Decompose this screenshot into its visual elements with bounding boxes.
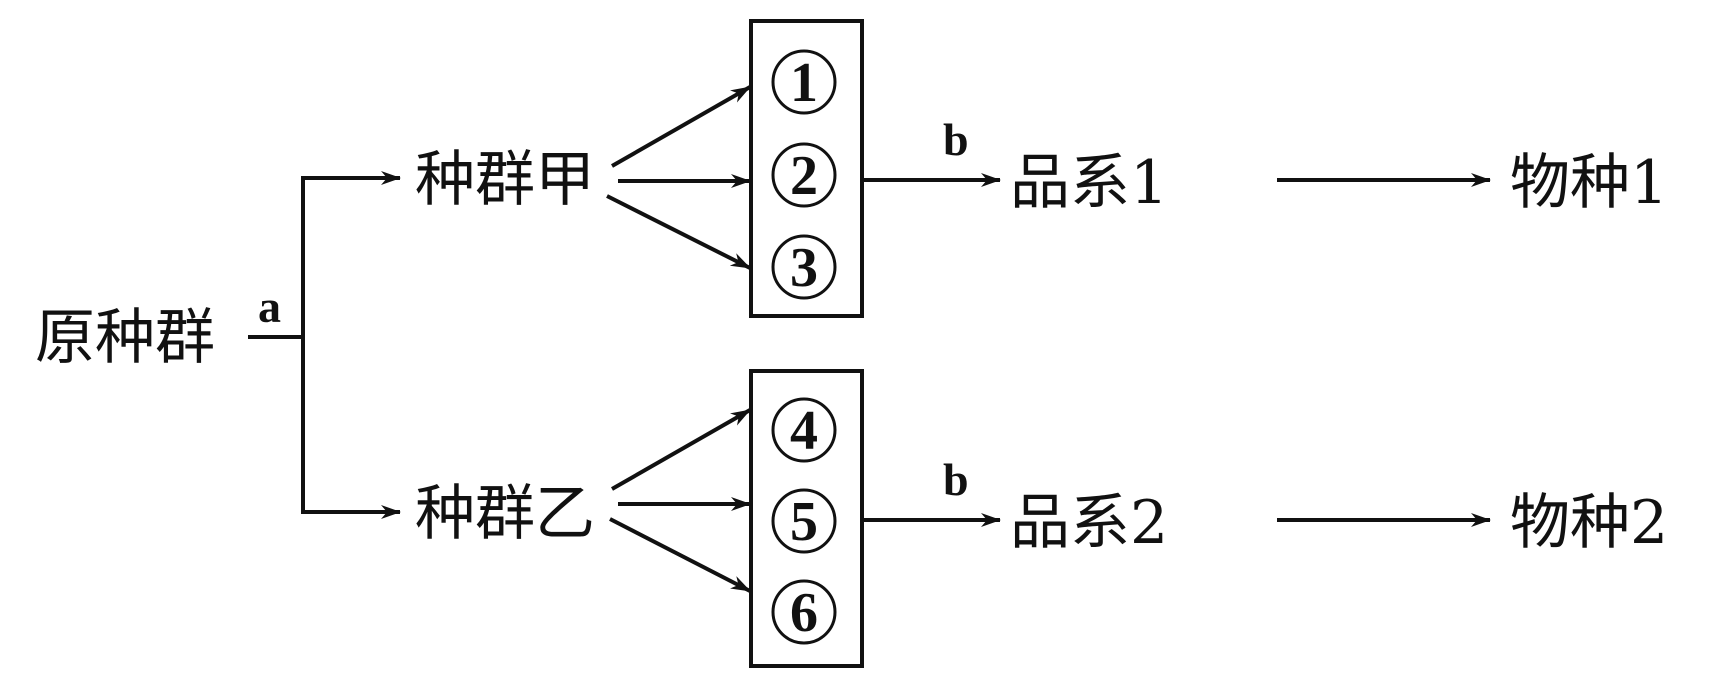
variation-number: 6 <box>790 582 818 644</box>
circle-icon <box>771 49 837 115</box>
arrow-to-variation-6 <box>609 517 751 593</box>
variation-number: 1 <box>790 52 818 114</box>
variation-box-1 <box>749 19 864 318</box>
population-a-label: 种群甲 <box>415 145 595 215</box>
variation-6: 6 <box>771 579 837 645</box>
variation-number: 2 <box>790 145 818 207</box>
process-a-label: a <box>258 281 281 332</box>
strain-1-label: 品系1 <box>1010 148 1168 218</box>
process-b-label: b <box>943 114 969 165</box>
variation-4: 4 <box>771 397 837 463</box>
circle-icon <box>771 397 837 463</box>
branch-1: 种群甲 1 2 3 b 品系1 物种1 <box>415 19 1668 318</box>
arrow-to-variation-4 <box>611 408 751 491</box>
arrow-to-variation-3 <box>606 194 751 270</box>
variation-number: 5 <box>790 491 818 553</box>
circle-icon <box>771 488 837 554</box>
variation-1: 1 <box>771 49 837 115</box>
strain-2-label: 品系2 <box>1010 488 1168 558</box>
origin-population-label: 原种群 <box>35 303 215 373</box>
population-b-label: 种群乙 <box>415 479 595 549</box>
circle-icon <box>771 579 837 645</box>
circle-icon <box>771 142 837 208</box>
variation-number: 4 <box>790 400 818 462</box>
process-b-label: b <box>943 454 969 505</box>
variation-3: 3 <box>771 234 837 300</box>
variation-5: 5 <box>771 488 837 554</box>
variation-number: 3 <box>790 237 818 299</box>
circle-icon <box>771 234 837 300</box>
variation-2: 2 <box>771 142 837 208</box>
branch-2: 种群乙 4 5 6 b 品系2 物种2 <box>415 369 1668 668</box>
species-1-label: 物种1 <box>1510 148 1668 218</box>
arrow-to-variation-1 <box>611 85 751 168</box>
species-2-label: 物种2 <box>1510 488 1668 558</box>
